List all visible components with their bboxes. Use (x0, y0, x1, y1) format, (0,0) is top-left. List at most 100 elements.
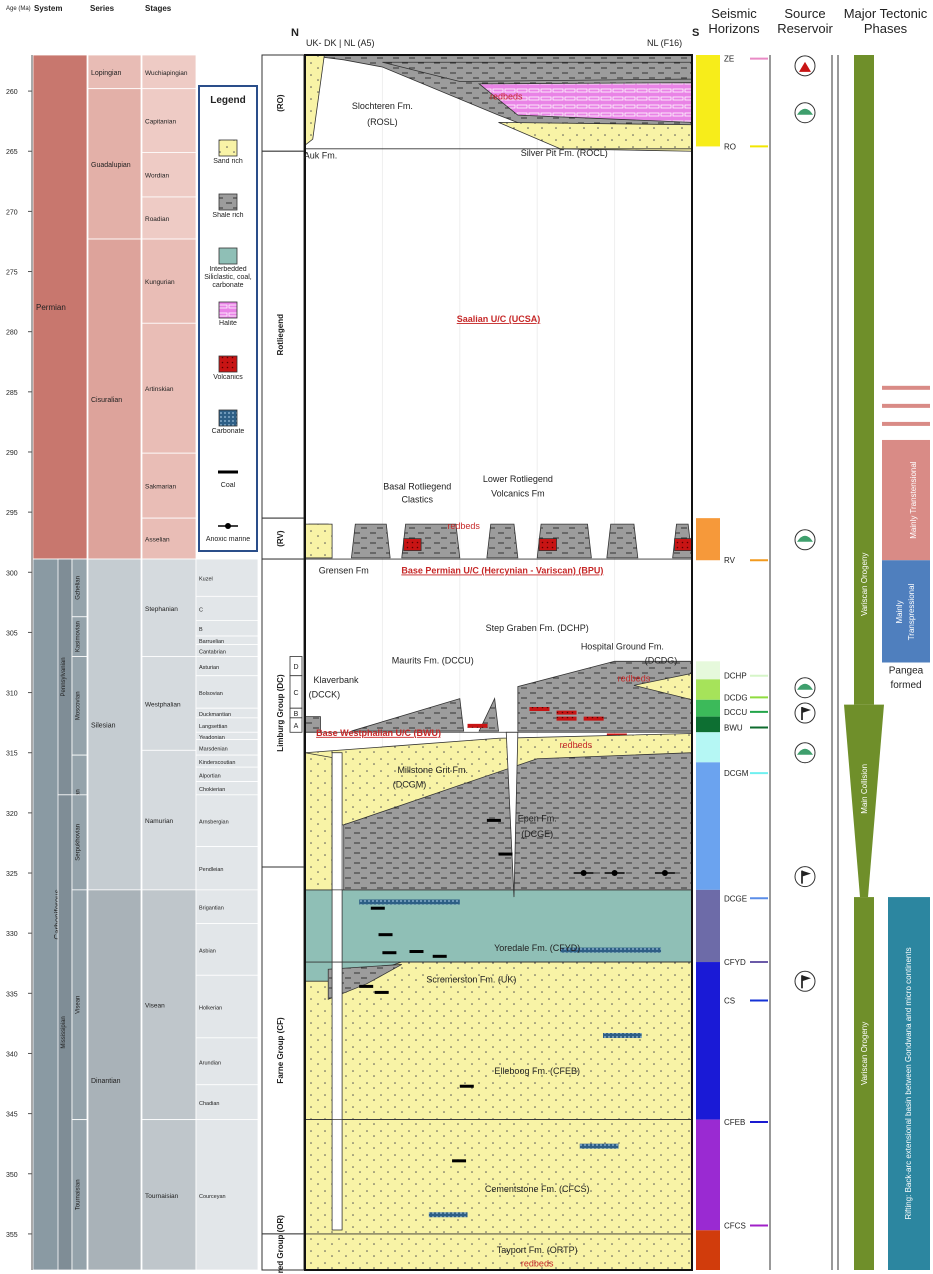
coal-seam (371, 907, 385, 910)
subsystem-label: Mississipian (61, 1016, 67, 1048)
legend-item-interbedded: Interbedded Siliclastic, coal, carbonate (200, 266, 256, 300)
subseries-label: Gzhelian (76, 576, 82, 600)
stage-label: Tournaisian (145, 1193, 179, 1200)
legend-item-anoxic: Anoxic marine (200, 536, 256, 570)
age-header: Age (Ma) (6, 6, 31, 12)
source-icon (795, 703, 815, 723)
rv-block (607, 524, 638, 558)
legend-item-label: Shale rich (200, 212, 256, 220)
anoxic-dot (581, 870, 587, 876)
age-tick-label: 295 (6, 510, 18, 517)
age-tick-label: 260 (6, 89, 18, 96)
transtension-stripe (882, 386, 930, 390)
horizon-label: ZE (724, 55, 734, 64)
carbonate-lens (603, 1033, 642, 1038)
source-icon (795, 971, 815, 991)
substage-label: Cantabrian (199, 649, 226, 655)
subseries-label: Serpukhovian (76, 824, 82, 861)
legend-swatch-halite (219, 302, 237, 318)
series-label: Cisuralian (91, 397, 122, 404)
group-label: (RV) (276, 530, 285, 547)
age-tick-label: 265 (6, 149, 18, 156)
pangea-label-a: Pangea (889, 665, 924, 676)
section-label: (DCCK) (309, 689, 341, 699)
rifting-label-box: Rifting: Back-arc extensional basin betw… (890, 897, 928, 1270)
stage-label: Capitanian (145, 119, 176, 126)
section-label: Clastics (401, 495, 433, 505)
volcanic-lens (529, 707, 549, 711)
age-tick-label: 290 (6, 450, 18, 457)
stage-label: Artinskian (145, 386, 174, 393)
horizon-label: DCHP (724, 672, 747, 681)
transtension-stripe (882, 422, 930, 426)
transtensional-label: Mainly Transtensional (909, 461, 918, 539)
legend-item-sand: Sand rich (200, 158, 256, 192)
substage-cell (196, 620, 258, 636)
stage-label: Wuchiapingian (145, 70, 188, 77)
tectonic-header: Major Tectonic Phases (838, 6, 933, 44)
section-label: Maurits Fm. (DCCU) (392, 656, 474, 666)
transpressional-bar (882, 560, 930, 662)
substage-label: Courceyan (199, 1194, 226, 1200)
seismic-interval (696, 1230, 720, 1270)
substage-label: Langsettian (199, 724, 227, 730)
transtensional-bar (882, 440, 930, 560)
volcanic-lens (468, 724, 488, 728)
substage-label: Kuzel (199, 577, 213, 583)
legend-item-label: Coal (200, 482, 256, 490)
section-label: Epen Fm. (518, 813, 557, 823)
source-reservoir-header: Source Reservoir (776, 6, 834, 44)
variscan-lower-label: Variscan Orogeny (860, 1022, 869, 1085)
age-tick-label: 270 (6, 209, 18, 216)
section-label: Slochteren Fm. (352, 101, 413, 111)
legend-item-label: Carbonate (200, 428, 256, 436)
horizon-label: CFYD (724, 958, 746, 967)
age-tick-label: 350 (6, 1172, 18, 1179)
pangea-label-b: formed (890, 680, 921, 691)
seismic-interval (696, 962, 720, 1120)
coal-seam (409, 950, 423, 953)
section-label: Base Westphalian U/C (BWU) (316, 728, 441, 738)
legend-title: Legend (210, 95, 246, 106)
limburg-sub-label: C (293, 690, 298, 697)
section-label: redbeds (560, 740, 593, 750)
stage-label: Visean (145, 1003, 165, 1010)
limburg-sub-label: D (293, 664, 298, 671)
section-label: Grensen Fm (319, 565, 369, 575)
horizon-label: CFCS (724, 1221, 746, 1230)
legend-swatch-anoxic-dot (225, 523, 231, 529)
horizon-label: DCCU (724, 708, 747, 717)
subsystem-label: Pennsylvanian (61, 657, 67, 696)
substage-label: Bolsovian (199, 691, 223, 697)
seismic-interval (696, 661, 720, 679)
rv-volcanics (539, 539, 556, 551)
section-label: (DCDG) (645, 656, 678, 666)
legend-item-label: Interbedded Siliclastic, coal, carbonate (200, 266, 256, 290)
coal-seam (487, 819, 501, 822)
transtension-stripe (882, 404, 930, 408)
coal-seam (379, 933, 393, 936)
horizon-label: BWU (724, 723, 743, 732)
rv-volcanics (675, 539, 692, 551)
substage-label: Asturian (199, 665, 219, 671)
section-label: Elleboog Fm. (CFEB) (494, 1066, 580, 1076)
stages-header: Stages (145, 4, 172, 13)
substage-label: Chadian (199, 1101, 220, 1107)
substage-label: C (199, 607, 203, 613)
substage-label: Holkerian (199, 1006, 222, 1012)
carbonate-lens (359, 899, 460, 904)
stage-label: Roadian (145, 216, 170, 223)
age-tick-label: 310 (6, 691, 18, 698)
section-label: (ROSL) (367, 117, 398, 127)
stage-label: Asselian (145, 537, 170, 544)
legend-item-halite: Halite (200, 320, 256, 354)
seismic-horizons: ZERORVDCHPDCDGDCCUBWUDCGMDCGECFYDCSCFEBC… (696, 55, 770, 1270)
legend-item-volcanics: Volcanics (200, 374, 256, 408)
anoxic-dot (662, 870, 668, 876)
main-collision-label: Main Collision (860, 764, 869, 814)
subseries-label: Kasimovian (76, 621, 82, 652)
section-label: Saalian U/C (UCSA) (457, 314, 541, 324)
volcanic-lens (557, 711, 577, 715)
carbonate-lens (429, 1212, 468, 1217)
